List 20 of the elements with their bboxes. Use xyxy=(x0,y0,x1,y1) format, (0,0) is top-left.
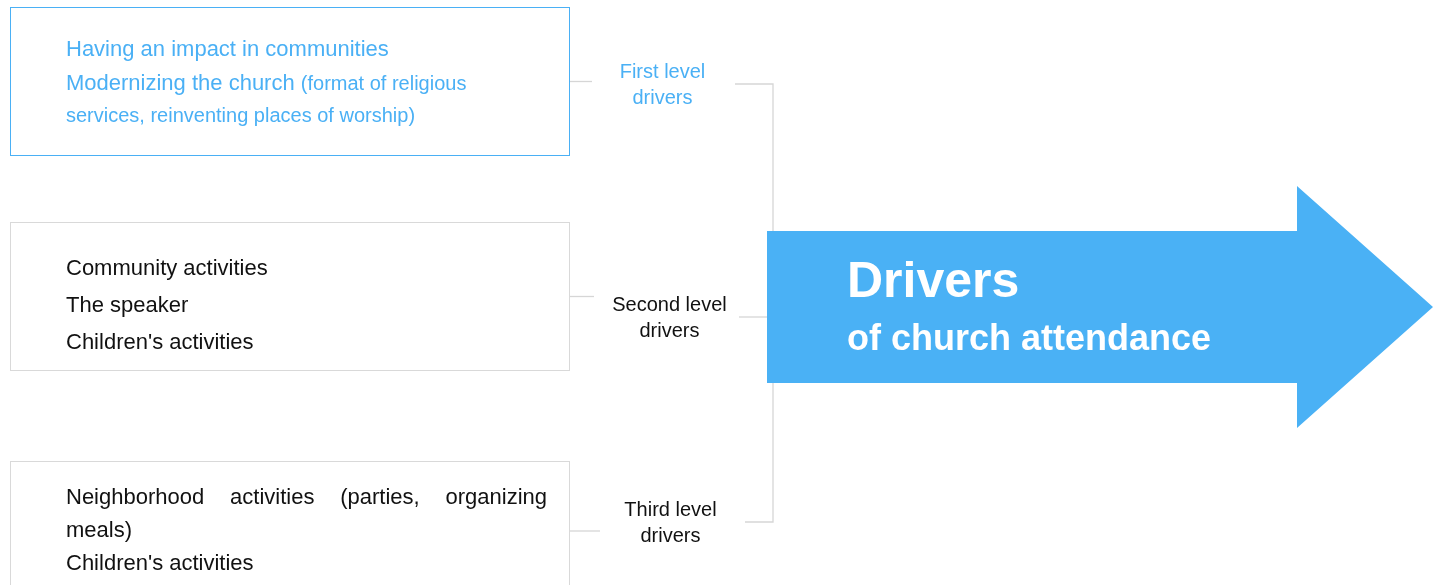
connector-line xyxy=(734,83,774,232)
driver-list-box xyxy=(10,222,570,371)
level-label: Third level drivers xyxy=(598,493,743,551)
arrow-banner xyxy=(767,186,1433,428)
driver-list-box xyxy=(10,7,570,156)
banner-title: Drivers xyxy=(847,251,1020,310)
connector-line xyxy=(569,295,595,298)
banner-subtitle: of church attendance xyxy=(847,316,1212,360)
driver-list-box xyxy=(10,461,570,585)
driver-item: Children's activities xyxy=(66,328,255,356)
connector-line xyxy=(744,382,774,523)
driver-item: Community activities xyxy=(66,254,269,282)
level-label: First level drivers xyxy=(590,55,735,113)
level-label: Second level drivers xyxy=(592,288,747,346)
driver-item: Neighborhood activities (parties, organizing meals) xyxy=(66,483,547,544)
connector-line xyxy=(569,80,593,83)
driver-item: Children's activities xyxy=(66,549,255,577)
driver-item: Modernizing the church (format of religious services, reinventing places of worship) xyxy=(66,69,468,128)
driver-item: The speaker xyxy=(66,291,190,319)
driver-item: Having an impact in communities xyxy=(66,35,390,63)
